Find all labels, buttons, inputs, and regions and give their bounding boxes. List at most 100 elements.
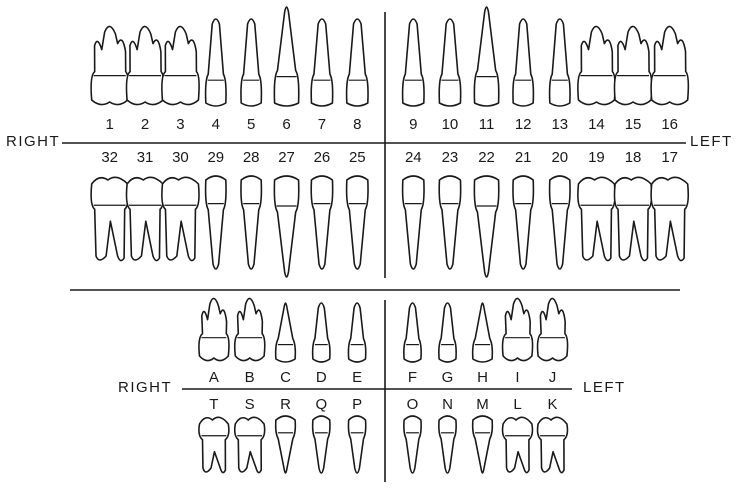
permanent-lower-tooth-20 — [550, 176, 570, 269]
permanent-upper-number-9: 9 — [409, 117, 417, 132]
permanent-upper-tooth-8 — [347, 19, 368, 106]
primary-lower-letter-P: P — [352, 397, 362, 412]
permanent-upper-number-11: 11 — [479, 117, 495, 132]
permanent-upper-number-16: 16 — [661, 117, 678, 132]
permanent-lower-tooth-32 — [91, 177, 128, 260]
permanent-lower-number-18: 18 — [625, 150, 642, 165]
primary-lower-tooth-L — [503, 417, 533, 472]
permanent-lower-tooth-26 — [311, 176, 332, 269]
primary-lower-letter-Q: Q — [315, 397, 327, 412]
permanent-upper-number-6: 6 — [282, 117, 290, 132]
primary-lower-tooth-R — [276, 416, 296, 473]
primary-lower-tooth-O — [404, 416, 421, 473]
primary-upper-tooth-D — [313, 303, 330, 362]
primary-lower-tooth-M — [473, 416, 493, 473]
permanent-upper-tooth-10 — [439, 19, 460, 106]
permanent-upper-number-10: 10 — [442, 117, 459, 132]
permanent-lower-number-28: 28 — [243, 150, 260, 165]
primary-upper-tooth-J — [538, 298, 568, 360]
permanent-upper-tooth-7 — [311, 19, 332, 106]
permanent-upper-tooth-14 — [578, 26, 615, 104]
primary-lower-tooth-T — [199, 417, 229, 472]
permanent-lower-number-23: 23 — [442, 150, 459, 165]
primary-upper-letter-G: G — [442, 370, 454, 385]
permanent-lower-tooth-25 — [347, 176, 368, 269]
primary-left-label: LEFT — [583, 380, 626, 395]
permanent-upper-tooth-9 — [403, 19, 424, 106]
permanent-lower-tooth-17 — [651, 177, 688, 260]
primary-upper-tooth-E — [348, 303, 365, 362]
permanent-upper-number-8: 8 — [353, 117, 361, 132]
permanent-upper-tooth-6 — [274, 7, 298, 106]
permanent-lower-number-29: 29 — [207, 150, 224, 165]
primary-lower-tooth-K — [538, 417, 568, 472]
primary-upper-letter-J: J — [549, 370, 557, 385]
permanent-right-label: RIGHT — [6, 134, 60, 149]
permanent-lower-tooth-24 — [403, 176, 424, 269]
permanent-upper-number-12: 12 — [515, 117, 532, 132]
permanent-lower-number-30: 30 — [172, 150, 189, 165]
primary-lower-letter-M: M — [476, 397, 489, 412]
permanent-lower-number-25: 25 — [349, 150, 366, 165]
permanent-lower-tooth-28 — [241, 176, 261, 269]
permanent-lower-number-24: 24 — [405, 150, 422, 165]
permanent-lower-number-22: 22 — [478, 150, 495, 165]
primary-lower-letter-L: L — [513, 397, 521, 412]
permanent-upper-tooth-12 — [513, 19, 533, 106]
primary-lower-tooth-N — [439, 416, 456, 473]
permanent-upper-number-7: 7 — [318, 117, 326, 132]
permanent-upper-tooth-4 — [206, 19, 226, 106]
primary-lower-tooth-S — [235, 417, 265, 472]
permanent-lower-tooth-27 — [274, 176, 298, 277]
permanent-lower-tooth-31 — [126, 177, 163, 260]
permanent-upper-tooth-5 — [241, 19, 261, 106]
primary-lower-letter-N: N — [442, 397, 453, 412]
permanent-lower-number-32: 32 — [101, 150, 118, 165]
primary-lower-letter-K: K — [547, 397, 557, 412]
primary-upper-tooth-F — [404, 303, 421, 362]
permanent-left-label: LEFT — [690, 134, 733, 149]
permanent-upper-tooth-13 — [550, 19, 570, 106]
permanent-lower-tooth-21 — [513, 176, 533, 269]
permanent-upper-tooth-2 — [126, 26, 163, 104]
permanent-lower-tooth-18 — [614, 177, 651, 260]
permanent-lower-tooth-30 — [162, 177, 199, 260]
primary-upper-tooth-A — [199, 298, 229, 360]
permanent-upper-tooth-1 — [91, 26, 128, 104]
permanent-upper-number-15: 15 — [625, 117, 642, 132]
permanent-lower-number-20: 20 — [551, 150, 568, 165]
primary-upper-tooth-H — [473, 303, 493, 362]
primary-upper-letter-B: B — [245, 370, 255, 385]
permanent-lower-number-19: 19 — [588, 150, 605, 165]
permanent-upper-number-13: 13 — [551, 117, 568, 132]
primary-upper-letter-I: I — [515, 370, 519, 385]
permanent-lower-number-17: 17 — [661, 150, 678, 165]
permanent-upper-number-2: 2 — [141, 117, 149, 132]
permanent-lower-number-26: 26 — [314, 150, 331, 165]
primary-lower-tooth-P — [348, 416, 365, 473]
permanent-upper-number-5: 5 — [247, 117, 255, 132]
permanent-upper-tooth-3 — [162, 26, 199, 104]
primary-lower-letter-R: R — [280, 397, 291, 412]
permanent-upper-tooth-15 — [614, 26, 651, 104]
primary-upper-letter-E: E — [352, 370, 362, 385]
primary-lower-letter-T: T — [209, 397, 218, 412]
primary-upper-tooth-B — [235, 298, 265, 360]
primary-right-label: RIGHT — [118, 380, 172, 395]
primary-lower-tooth-Q — [313, 416, 330, 473]
primary-upper-letter-A: A — [209, 370, 219, 385]
permanent-upper-number-14: 14 — [588, 117, 605, 132]
primary-upper-tooth-C — [276, 303, 296, 362]
primary-lower-letter-O: O — [407, 397, 419, 412]
primary-lower-letter-S: S — [245, 397, 255, 412]
permanent-upper-tooth-11 — [474, 7, 498, 106]
permanent-lower-number-31: 31 — [137, 150, 154, 165]
permanent-lower-number-27: 27 — [278, 150, 295, 165]
permanent-upper-number-1: 1 — [106, 117, 114, 132]
permanent-lower-tooth-22 — [474, 176, 498, 277]
permanent-lower-tooth-29 — [206, 176, 226, 269]
primary-upper-tooth-G — [439, 303, 456, 362]
primary-upper-tooth-I — [503, 298, 533, 360]
primary-upper-letter-F: F — [408, 370, 417, 385]
